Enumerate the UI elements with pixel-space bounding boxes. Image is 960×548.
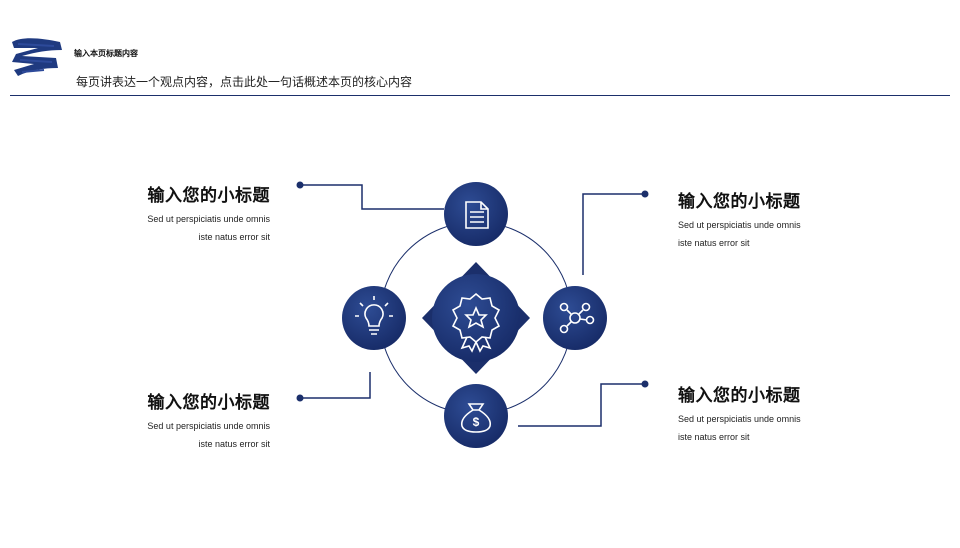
block-heading: 输入您的小标题 (147, 186, 270, 205)
connector-bottom-right (518, 383, 645, 427)
document-icon (465, 201, 489, 229)
center-node (432, 274, 520, 362)
money-bag-icon: $ (460, 403, 492, 433)
block-heading: 输入您的小标题 (678, 386, 801, 405)
connector-dot-br (641, 380, 649, 388)
award-badge-icon (451, 292, 501, 353)
block-text-line2: iste natus error sit (678, 432, 750, 442)
text-block-top-right: 输入您的小标题 Sed ut perspiciatis unde omnis i… (678, 187, 848, 252)
network-icon (559, 302, 595, 334)
block-text-line2: iste natus error sit (198, 232, 270, 242)
block-heading: 输入您的小标题 (678, 192, 801, 211)
node-right (543, 286, 607, 350)
block-text-line1: Sed ut perspiciatis unde omnis (147, 421, 270, 431)
text-block-bottom-right: 输入您的小标题 Sed ut perspiciatis unde omnis i… (678, 381, 848, 446)
block-text-line2: iste natus error sit (198, 439, 270, 449)
block-heading: 输入您的小标题 (147, 393, 270, 412)
connector-top-left (300, 184, 444, 210)
node-left (342, 286, 406, 350)
block-text-line2: iste natus error sit (678, 238, 750, 248)
text-block-bottom-left: 输入您的小标题 Sed ut perspiciatis unde omnis i… (120, 388, 270, 453)
header-divider (10, 95, 950, 96)
connector-top-right (582, 193, 645, 275)
connector-dot-tr (641, 190, 649, 198)
connector-dot-bl (296, 394, 304, 402)
page-title: 输入本页标题内容 (74, 49, 138, 58)
connector-bottom-left (300, 372, 371, 399)
text-block-top-left: 输入您的小标题 Sed ut perspiciatis unde omnis i… (120, 181, 270, 246)
page-subtitle: 每页讲表达一个观点内容，点击此处一句话概述本页的核心内容 (76, 75, 413, 89)
block-text-line1: Sed ut perspiciatis unde omnis (147, 214, 270, 224)
svg-text:$: $ (473, 415, 480, 429)
node-top (444, 182, 508, 246)
block-text-line1: Sed ut perspiciatis unde omnis (678, 220, 801, 230)
connector-dot-tl (296, 181, 304, 189)
brush-stroke-decoration (12, 38, 62, 76)
block-text-line1: Sed ut perspiciatis unde omnis (678, 414, 801, 424)
lightbulb-icon (355, 296, 393, 335)
node-bottom (444, 384, 508, 448)
